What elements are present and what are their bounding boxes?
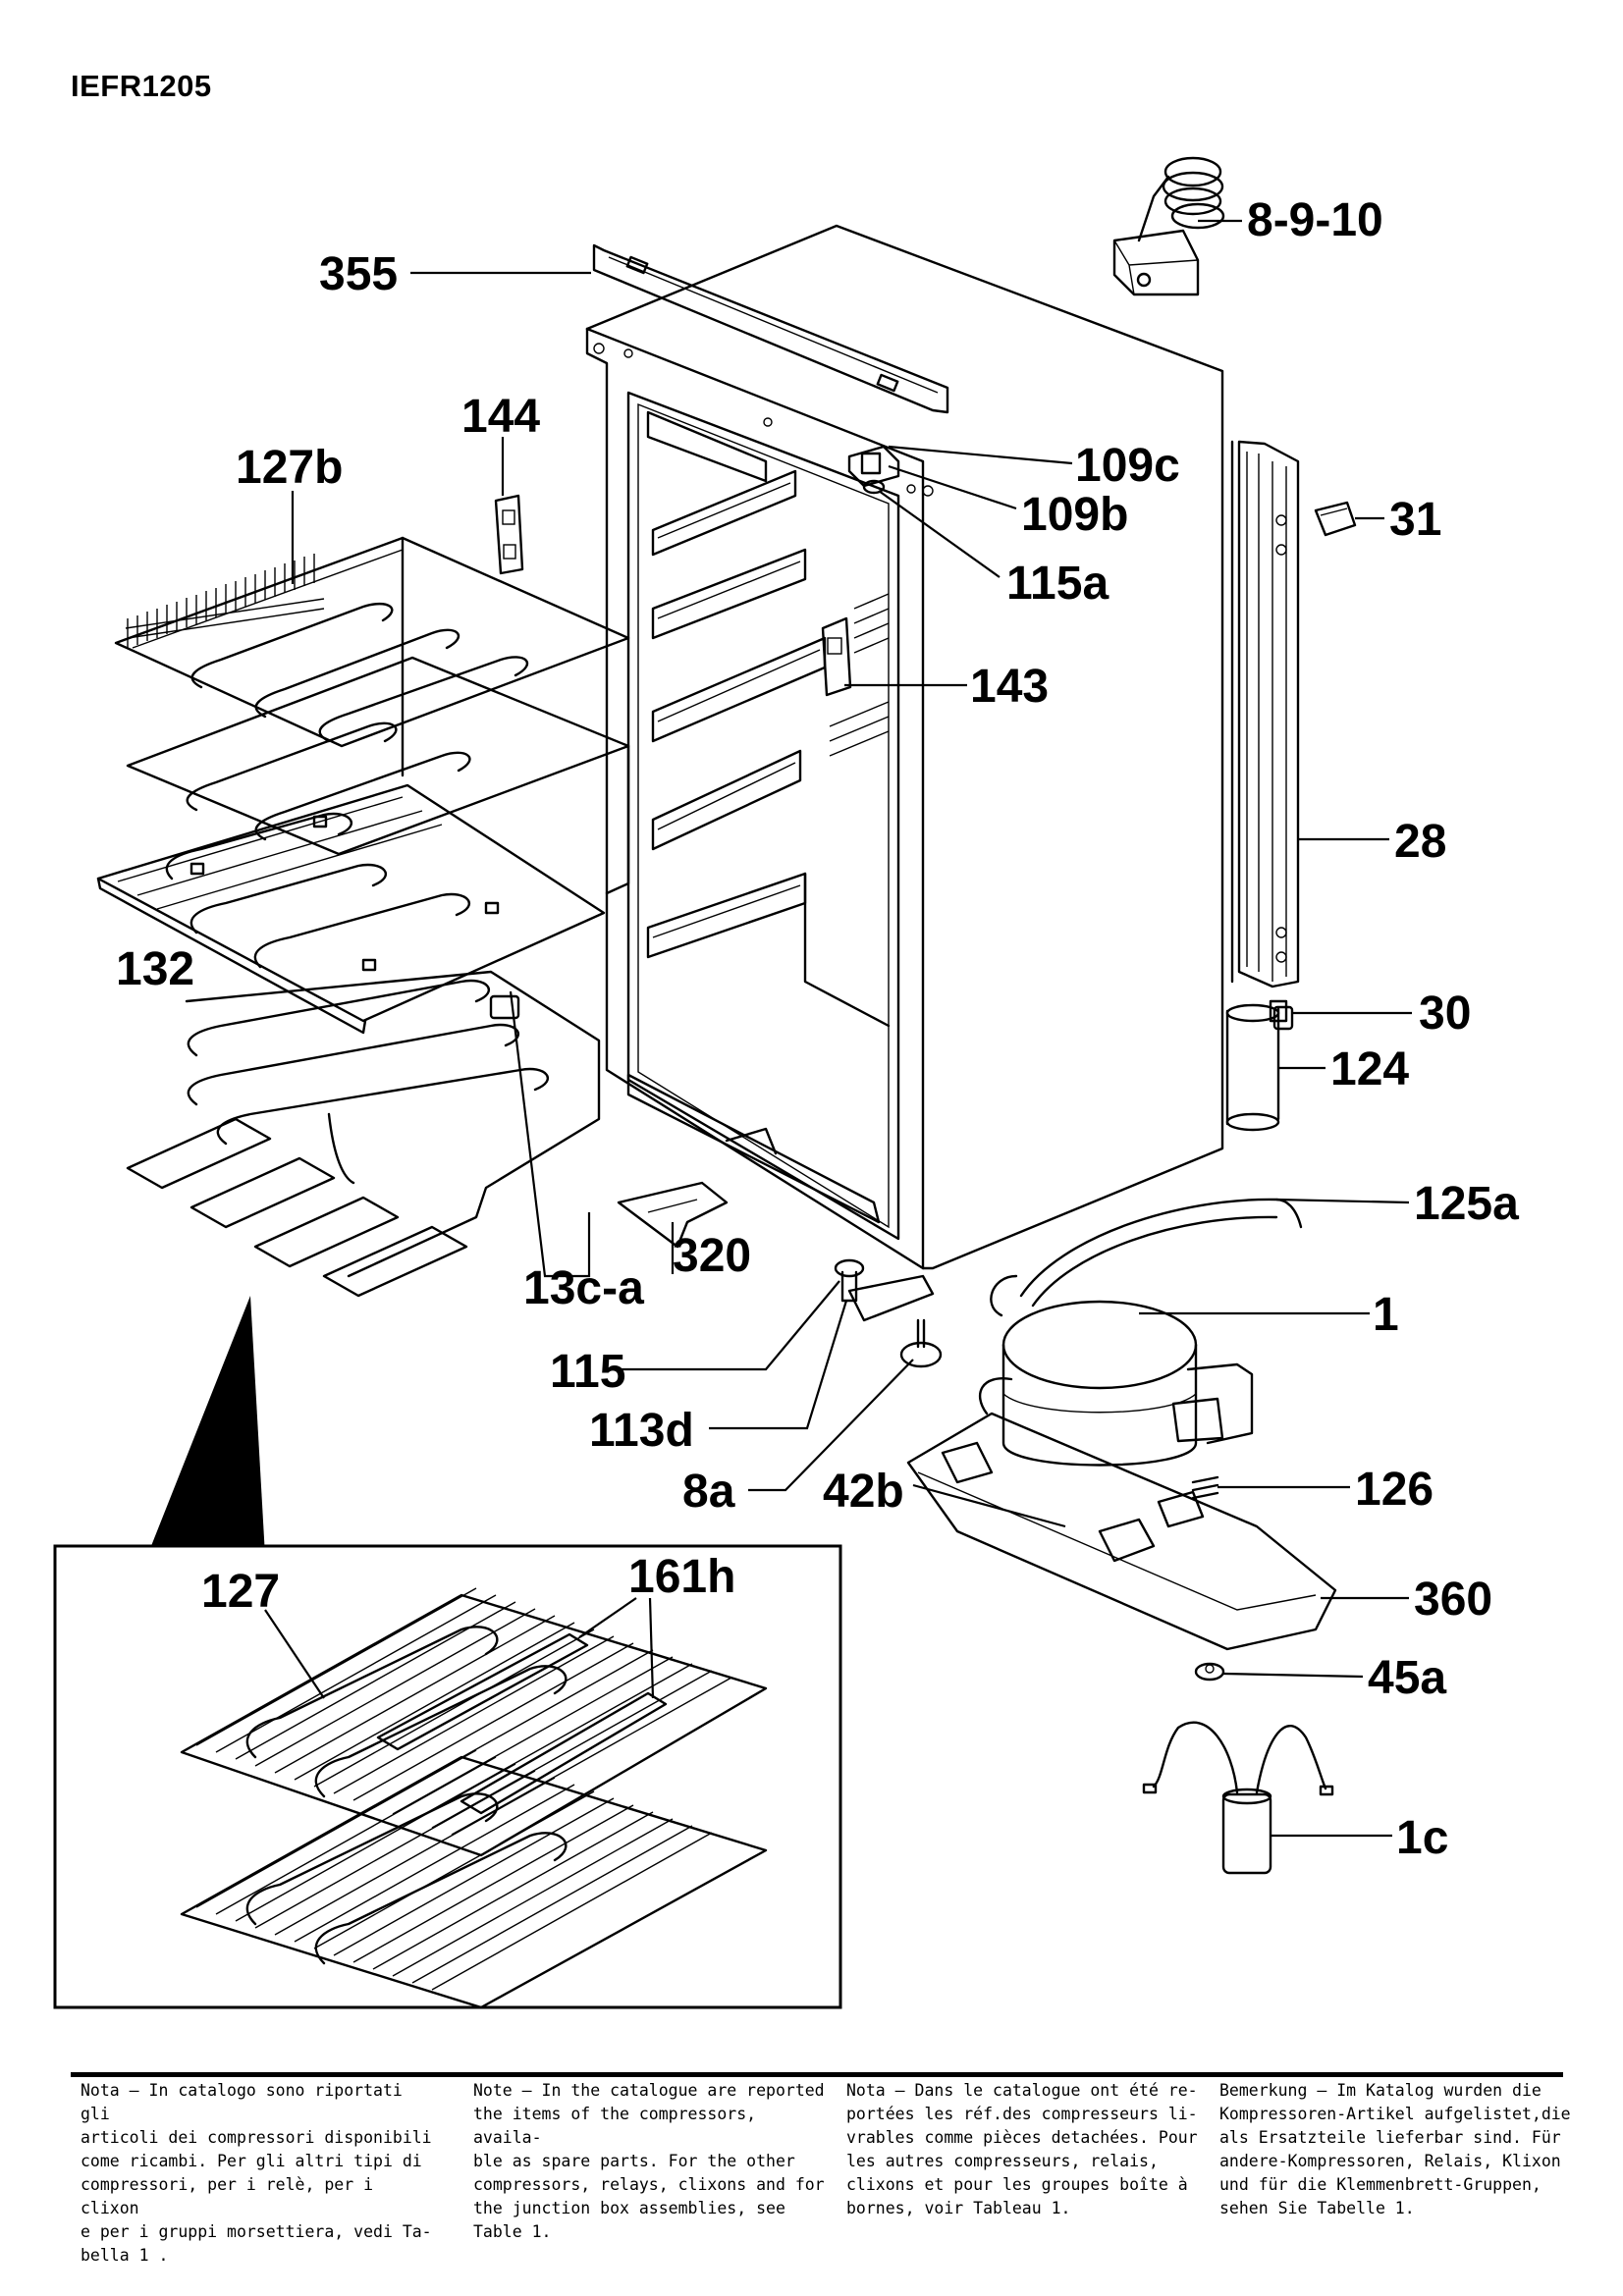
nut-part-45a: [1194, 1662, 1225, 1682]
compressor-part-1: [978, 1274, 1254, 1467]
callout-8a: 8a: [682, 1466, 735, 1518]
lower-hinge-assembly: [834, 1258, 943, 1368]
top-hinge-assembly: [847, 445, 900, 495]
wire-shelf-part-127: [180, 1587, 768, 2009]
callout-13c-a: 13c-a: [523, 1262, 644, 1314]
callout-143: 143: [970, 661, 1049, 713]
clip-part-31: [1314, 501, 1357, 537]
clip-part-30: [1272, 1005, 1294, 1031]
callout-30: 30: [1419, 988, 1471, 1040]
callout-161h: 161h: [628, 1551, 735, 1603]
callout-109c: 109c: [1075, 440, 1180, 492]
note-english: Note – In the catalogue are reported the…: [473, 2081, 825, 2241]
callout-28: 28: [1394, 816, 1446, 868]
callout-1: 1: [1373, 1289, 1399, 1341]
refrigerator-cabinet: [585, 224, 1224, 1270]
callout-45a: 45a: [1368, 1652, 1446, 1704]
callout-125a: 125a: [1414, 1178, 1519, 1230]
support-bar-part-161h: [376, 1632, 668, 1815]
condenser-part-28: [1230, 440, 1300, 988]
shelf-rails: [646, 410, 891, 1028]
callout-31: 31: [1389, 494, 1441, 546]
callout-132: 132: [116, 943, 194, 995]
callout-360: 360: [1414, 1574, 1492, 1626]
callout-109b: 109b: [1021, 489, 1128, 541]
note-german: Bemerkung – Im Katalog wurden die Kompre…: [1219, 2081, 1571, 2217]
tube-part-125a: [1019, 1198, 1303, 1308]
callout-115a: 115a: [1006, 558, 1109, 610]
catch-part-143: [821, 616, 852, 697]
base-plate-part-360: [906, 1412, 1337, 1651]
drier-part-124: [1225, 999, 1288, 1132]
thermostat-part-8-9-10: [1112, 156, 1225, 296]
callout-1c: 1c: [1396, 1812, 1448, 1864]
callout-8-9-10: 8-9-10: [1247, 194, 1383, 246]
callout-355: 355: [319, 248, 398, 300]
shelf-127b: [114, 536, 630, 748]
evaporator-lower: [126, 970, 601, 1298]
callout-127b: 127b: [236, 442, 343, 494]
callout-115: 115: [550, 1346, 625, 1398]
capacitor-part-1c: [1142, 1721, 1334, 1875]
callout-126: 126: [1355, 1464, 1434, 1516]
callout-113d: 113d: [589, 1405, 694, 1457]
bracket-part-320: [617, 1181, 729, 1249]
evaporator-coil: [126, 536, 630, 895]
note-french: Nota – Dans le catalogue ont été re- por…: [846, 2081, 1198, 2217]
grommet-part-126: [1191, 1475, 1219, 1500]
callout-124: 124: [1330, 1043, 1409, 1095]
shelf-part-132: [96, 783, 606, 1035]
top-trim-part-355: [592, 243, 949, 414]
callout-127: 127: [201, 1566, 280, 1618]
callout-144: 144: [461, 391, 540, 443]
document-code: IEFR1205: [71, 69, 212, 103]
notes-divider: [71, 2072, 1563, 2077]
leader-lines: [264, 219, 1412, 1838]
note-italian: Nota – In catalogo sono riportati gli ar…: [81, 2081, 432, 2265]
latch-part-144: [494, 494, 524, 575]
callout-320: 320: [673, 1230, 751, 1282]
callout-42b: 42b: [823, 1466, 904, 1518]
inset-detail-box: [53, 1296, 842, 2009]
